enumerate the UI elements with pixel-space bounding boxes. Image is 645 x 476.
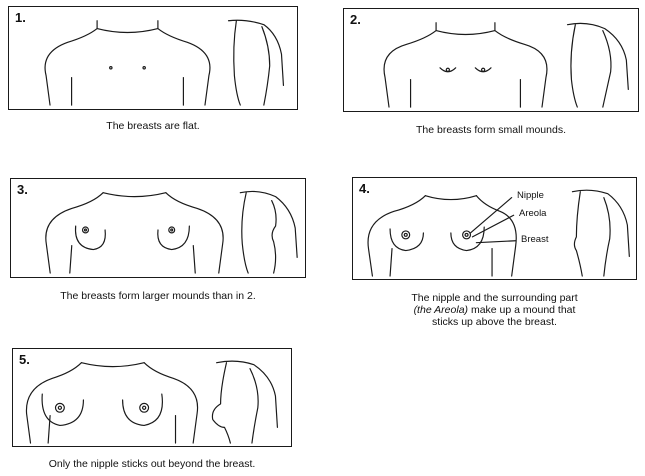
stage-2-illustration (344, 9, 638, 111)
stage-1-caption: The breasts are flat. (8, 120, 298, 132)
stage-4-panel: 4. Nipple Areola Breast (352, 177, 637, 280)
stage-1-illustration (9, 7, 297, 109)
stage-5-illustration (13, 349, 291, 446)
breast-label: Breast (521, 234, 548, 245)
stage-3-panel: 3. (10, 178, 306, 278)
areola-label: Areola (519, 208, 546, 219)
stage-3-illustration (11, 179, 305, 277)
stage-4-caption: The nipple and the surrounding part (the… (352, 292, 637, 328)
stage-4-caption-line2: (the Areola) make up a mound that (352, 304, 637, 316)
stage-4-caption-line2-rest: make up a mound that (468, 304, 575, 316)
stage-2-panel: 2. (343, 8, 639, 112)
stage-3-caption: The breasts form larger mounds than in 2… (10, 290, 306, 302)
stage-4-illustration (353, 178, 636, 279)
areola-term: (the Areola) (414, 304, 468, 316)
stage-5-caption: Only the nipple sticks out beyond the br… (12, 458, 292, 470)
stage-4-caption-line3: sticks up above the breast. (352, 316, 637, 328)
nipple-label: Nipple (517, 190, 544, 201)
stage-5-panel: 5. (12, 348, 292, 447)
stage-1-panel: 1. (8, 6, 298, 110)
stage-2-caption: The breasts form small mounds. (343, 124, 639, 136)
stage-4-caption-line1: The nipple and the surrounding part (352, 292, 637, 304)
